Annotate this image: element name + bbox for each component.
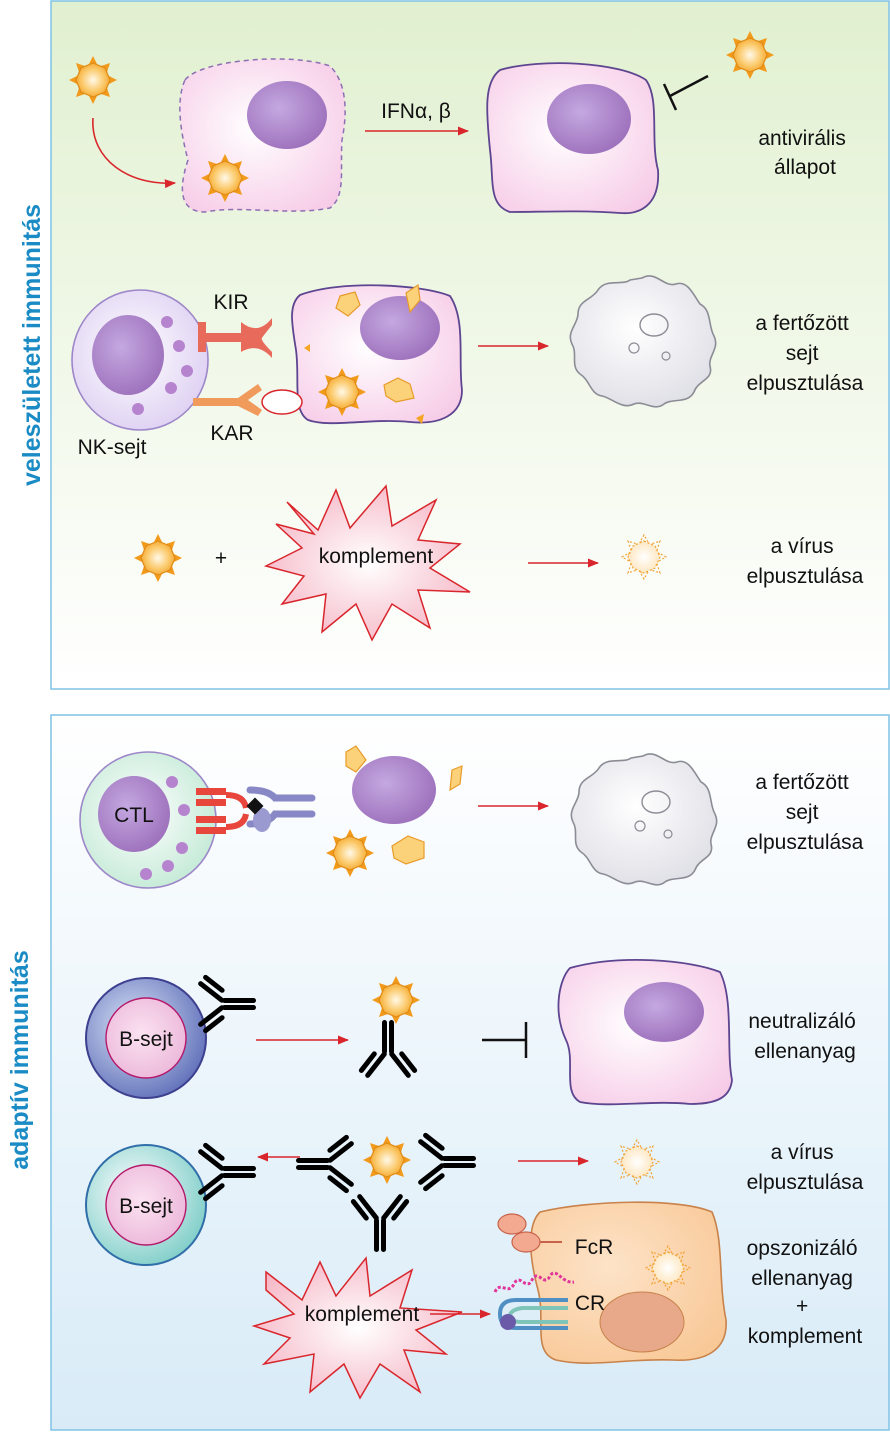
viral-protein <box>335 291 361 317</box>
dead-fragment <box>634 820 646 832</box>
complement-label: komplement <box>305 1303 420 1326</box>
adaptive-side-label: adaptív immunitás <box>6 950 34 1170</box>
granule <box>132 403 144 415</box>
adaptive-row-opsonization: FcR CR komplement opszonizáló ellenanyag… <box>251 1201 864 1400</box>
viral-peptide <box>304 344 310 352</box>
engulfed-virus-icon <box>645 1245 691 1291</box>
adaptive-row-ctl: CTL a fertőzöt <box>79 745 864 889</box>
innate-row-interferon: IFNα, β antivirális állapot <box>68 30 851 214</box>
complement-fragment <box>493 1271 575 1293</box>
antiviral-state-label: antivirális állapot <box>758 127 851 179</box>
granule <box>178 804 190 816</box>
kir-receptor <box>198 322 206 352</box>
innate-row-complement: + komplement a vírus elpusztulása <box>133 484 864 642</box>
viral-protein <box>383 377 415 403</box>
virus-icon <box>200 153 250 203</box>
kar-receptor <box>193 384 262 416</box>
viral-protein <box>391 835 425 865</box>
virus-icon <box>317 367 367 417</box>
plus-sign: + <box>215 547 227 570</box>
kir-receptor <box>241 318 272 358</box>
opsonization-label: opszonizáló ellenanyag + komplement <box>747 1237 864 1348</box>
virus-death-label: a vírus elpusztulása <box>747 1141 864 1194</box>
nucleus <box>360 296 440 360</box>
cr-label: CR <box>575 1292 605 1315</box>
viral-protein <box>449 765 463 792</box>
lysed-virus-icon <box>621 534 667 580</box>
fc-receptor <box>497 1213 527 1235</box>
target-nucleus <box>352 756 436 824</box>
mhc-molecule <box>246 786 316 832</box>
infected-cell-death-label: a fertőzött sejt elpusztulása <box>747 771 864 854</box>
b-cell-nucleus <box>105 1164 187 1246</box>
viral-protein <box>405 283 421 314</box>
b-cell-label: B-sejt <box>119 1195 173 1218</box>
adaptive-row-antibody-virus: B-sejt a vírus elpusztulása <box>85 1131 864 1266</box>
nucleus <box>547 84 631 154</box>
innate-side-label: veleszületett immunitás <box>18 204 46 486</box>
kar-label: KAR <box>210 422 253 445</box>
complement-receptor <box>500 1314 516 1330</box>
complement-shape <box>263 484 471 642</box>
ctl-label: CTL <box>114 804 154 827</box>
b-cell-label: B-sejt <box>119 1028 173 1051</box>
virus-icon <box>68 55 118 105</box>
adaptive-row-neutralizing: B-sejt neutralizáló ellenanyag <box>85 959 861 1106</box>
dead-cell <box>570 753 718 886</box>
kar-ligand <box>261 389 303 415</box>
dead-nucleus-fragment <box>641 790 671 814</box>
ifn-label: IFNα, β <box>381 100 451 123</box>
dead-fragment <box>628 342 640 354</box>
ctl-nucleus <box>98 776 170 852</box>
viral-protein <box>345 745 367 773</box>
tcr-receptor <box>196 788 249 834</box>
granule <box>162 860 174 872</box>
viral-peptide <box>416 414 424 424</box>
nucleus <box>247 81 327 149</box>
peptide <box>246 797 264 815</box>
dead-fragment <box>661 351 671 361</box>
nk-cell-label: NK-sejt <box>78 436 147 459</box>
dead-nucleus-fragment <box>639 313 669 337</box>
dead-fragment <box>663 829 673 839</box>
complement-label: komplement <box>319 545 434 568</box>
kir-label: KIR <box>213 291 248 314</box>
innate-row-nk: KIR KAR NK-sejt a fertőzött sejt elpuszt… <box>71 275 864 459</box>
virus-icon <box>725 30 775 80</box>
b-cell-nucleus <box>105 997 187 1079</box>
granule <box>181 365 193 377</box>
granule <box>161 316 173 328</box>
inhibition-bar <box>662 83 678 111</box>
granule <box>166 776 178 788</box>
virus-icon <box>133 533 183 583</box>
nk-nucleus <box>92 315 164 395</box>
phagocyte-nucleus <box>599 1291 685 1353</box>
virus-icon <box>371 975 421 1025</box>
fcr-label: FcR <box>575 1236 614 1259</box>
fc-receptor <box>511 1231 541 1253</box>
nucleus <box>624 982 704 1042</box>
infected-cell-death-label: a fertőzött sejt elpusztulása <box>747 312 864 395</box>
granule <box>140 868 152 880</box>
neutralizing-label: neutralizáló ellenanyag <box>748 1010 861 1063</box>
complement-shape <box>251 1256 463 1400</box>
dead-cell <box>569 275 717 408</box>
virus-icon <box>325 828 375 878</box>
granule <box>173 340 185 352</box>
inhibition-bar <box>669 74 709 98</box>
granule <box>176 842 188 854</box>
virus-icon <box>362 1135 412 1185</box>
kir-receptor <box>205 333 241 342</box>
lysed-virus-icon <box>614 1139 660 1185</box>
infection-arrow <box>92 117 177 189</box>
virus-death-label: a vírus elpusztulása <box>747 535 864 588</box>
granule <box>165 382 177 394</box>
